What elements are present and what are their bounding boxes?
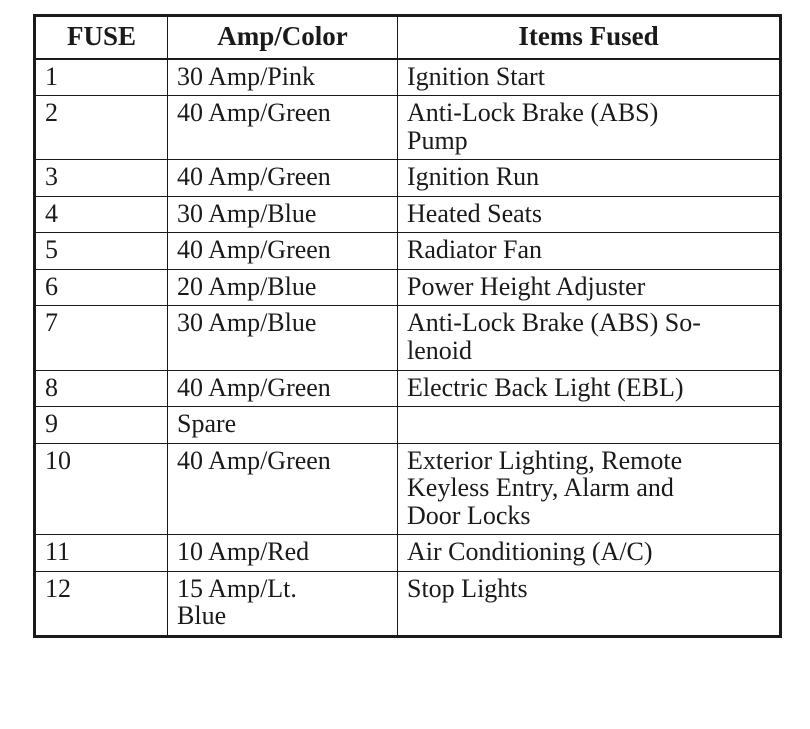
cell-items: Exterior Lighting, Remote Keyless Entry,… bbox=[397, 442, 781, 536]
column-header-fuse: FUSE bbox=[34, 14, 168, 60]
cell-amp: 40 Amp/Green bbox=[167, 442, 398, 536]
cell-amp: 40 Amp/Green bbox=[167, 95, 398, 161]
cell-items: Electric Back Light (EBL) bbox=[397, 369, 781, 408]
cell-fuse: 12 bbox=[34, 570, 168, 637]
cell-fuse: 7 bbox=[34, 305, 168, 371]
cell-items: Ignition Run bbox=[397, 159, 781, 197]
cell-items bbox=[397, 406, 781, 444]
cell-items: Anti-Lock Brake (ABS) So- lenoid bbox=[397, 305, 781, 371]
cell-items: Anti-Lock Brake (ABS) Pump bbox=[397, 95, 781, 161]
cell-items: Power Height Adjuster bbox=[397, 268, 781, 307]
cell-fuse: 3 bbox=[34, 159, 168, 197]
cell-amp: 40 Amp/Green bbox=[167, 369, 398, 408]
cell-fuse: 1 bbox=[34, 57, 168, 97]
cell-fuse: 4 bbox=[34, 195, 168, 234]
cell-fuse: 5 bbox=[34, 232, 168, 270]
column-header-items-fused: Items Fused bbox=[397, 14, 781, 60]
cell-amp: 40 Amp/Green bbox=[167, 232, 398, 270]
cell-amp: Spare bbox=[167, 406, 398, 444]
cell-items: Radiator Fan bbox=[397, 232, 781, 270]
cell-items: Heated Seats bbox=[397, 195, 781, 234]
cell-fuse: 8 bbox=[34, 369, 168, 408]
table-header: FUSE Amp/Color Items Fused bbox=[34, 14, 781, 60]
cell-amp: 40 Amp/Green bbox=[167, 159, 398, 197]
table-header-row: FUSE Amp/Color Items Fused bbox=[34, 14, 781, 60]
cell-fuse: 11 bbox=[34, 534, 168, 572]
cell-amp: 10 Amp/Red bbox=[167, 534, 398, 572]
cell-amp: 15 Amp/Lt. Blue bbox=[167, 570, 398, 637]
cell-fuse: 6 bbox=[34, 268, 168, 307]
cell-items: Stop Lights bbox=[397, 570, 781, 637]
cell-items: Air Conditioning (A/C) bbox=[397, 534, 781, 572]
cell-amp: 30 Amp/Blue bbox=[167, 305, 398, 371]
cell-items: Ignition Start bbox=[397, 57, 781, 97]
cell-fuse: 10 bbox=[34, 442, 168, 536]
cell-amp: 20 Amp/Blue bbox=[167, 268, 398, 307]
cell-fuse: 9 bbox=[34, 406, 168, 444]
cell-amp: 30 Amp/Pink bbox=[167, 57, 398, 97]
cell-amp: 30 Amp/Blue bbox=[167, 195, 398, 234]
column-header-amp-color: Amp/Color bbox=[167, 14, 398, 60]
cell-fuse: 2 bbox=[34, 95, 168, 161]
